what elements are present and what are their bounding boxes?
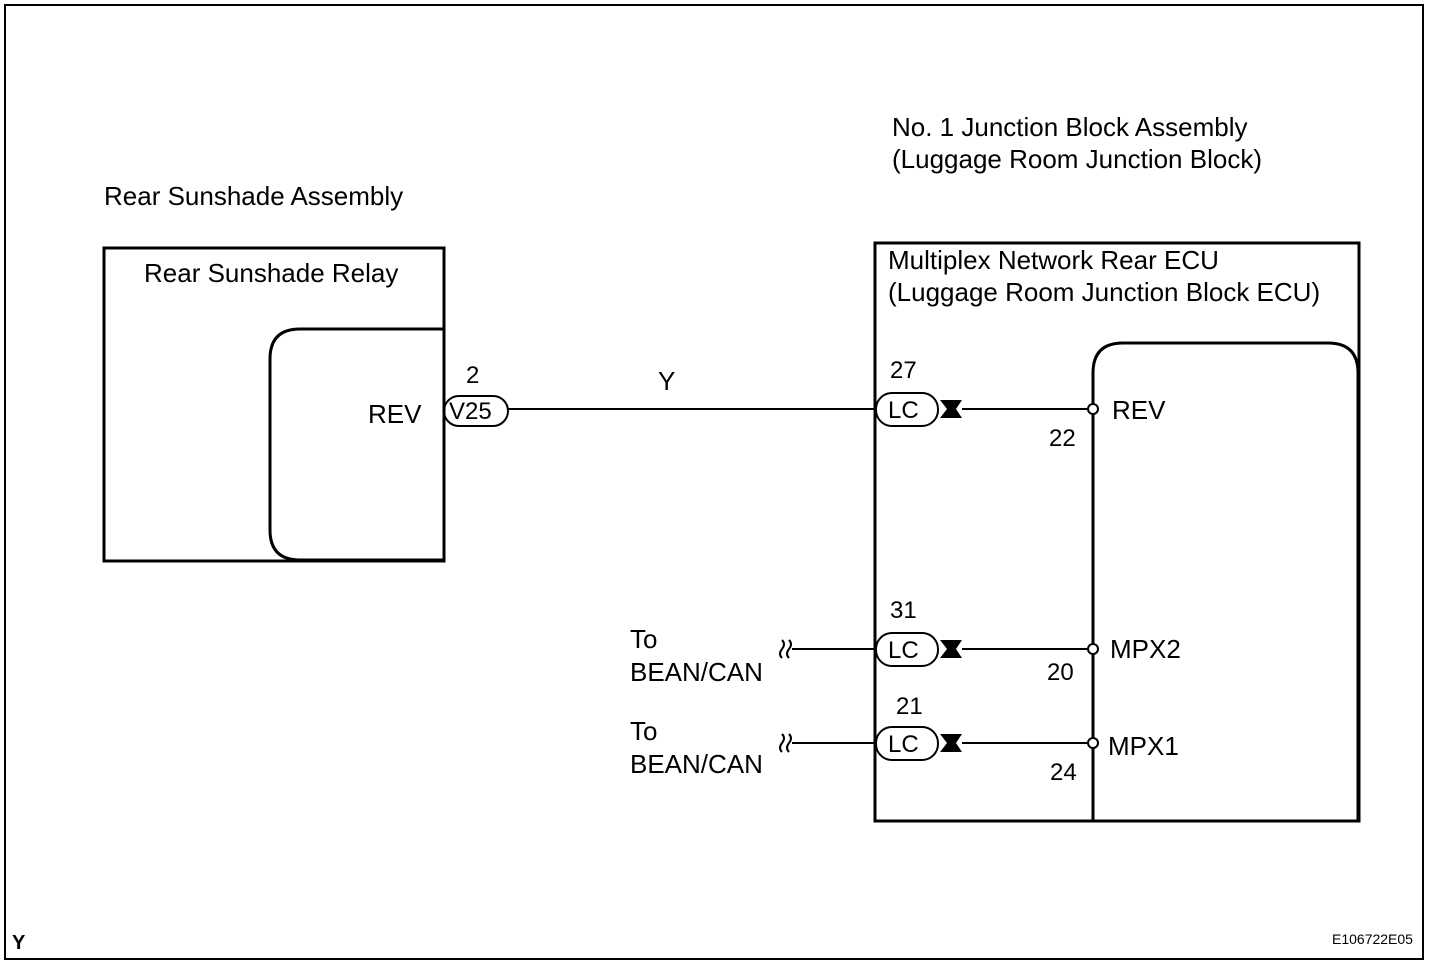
wire-break-lower-icon xyxy=(779,733,792,753)
ecu-terminal-rev-label: REV xyxy=(1112,395,1166,425)
rear-sunshade-assembly-label: Rear Sunshade Assembly xyxy=(104,181,403,211)
ecu-terminal-rev-node xyxy=(1087,403,1099,415)
lc-rev-arrow-icon xyxy=(940,400,962,418)
rear-sunshade-assembly-box xyxy=(102,246,446,563)
v25-pin-number: 2 xyxy=(466,362,479,389)
corner-letter: Y xyxy=(12,932,26,954)
bean-can-upper-label: BEAN/CAN xyxy=(630,657,763,687)
figure-code: E106722E05 xyxy=(1332,931,1413,947)
lc-rev-pin-number: 27 xyxy=(890,357,917,384)
lc-mpx2-pin-number: 31 xyxy=(890,597,917,624)
wire-break-upper-icon xyxy=(779,639,792,659)
lc-mpx1-pin-number: 21 xyxy=(896,693,923,720)
ecu-title-line1: Multiplex Network Rear ECU xyxy=(888,245,1219,275)
ecu-terminal-mpx1-label: MPX1 xyxy=(1108,731,1179,761)
lc-rev-connector xyxy=(875,392,939,427)
rear-sunshade-relay-box xyxy=(268,327,444,562)
diagram-frame xyxy=(4,4,1424,960)
lc-mpx2-connector-label: LC xyxy=(888,637,919,664)
v25-connector xyxy=(443,395,509,427)
ecu-terminal-mpx2-node xyxy=(1087,643,1099,655)
relay-terminal-rev: REV xyxy=(368,399,422,429)
ecu-terminal-mpx1-node xyxy=(1087,737,1099,749)
bean-can-lower-label: BEAN/CAN xyxy=(630,749,763,779)
lc-mpx2-arrow-icon xyxy=(940,640,962,658)
junction-block-title-line2: (Luggage Room Junction Block) xyxy=(892,144,1262,174)
ecu-terminal-mpx2-label: MPX2 xyxy=(1110,634,1181,664)
lc-mpx1-connector-label: LC xyxy=(888,731,919,758)
ecu-inner-box xyxy=(1091,341,1360,821)
ecu-pin-20: 20 xyxy=(1047,659,1074,686)
ecu-pin-22: 22 xyxy=(1049,425,1076,452)
lc-rev-connector-label: LC xyxy=(888,397,919,424)
bean-can-upper-to: To xyxy=(630,624,657,654)
ecu-title-line2: (Luggage Room Junction Block ECU) xyxy=(888,277,1320,307)
bean-can-lower-to: To xyxy=(630,716,657,746)
junction-block-title-line1: No. 1 Junction Block Assembly xyxy=(892,112,1248,142)
wire-color-label: Y xyxy=(658,366,675,396)
lc-mpx1-arrow-icon xyxy=(940,734,962,752)
ecu-pin-24: 24 xyxy=(1050,759,1077,786)
v25-connector-label: V25 xyxy=(449,398,492,425)
rear-sunshade-relay-label: Rear Sunshade Relay xyxy=(144,258,398,288)
